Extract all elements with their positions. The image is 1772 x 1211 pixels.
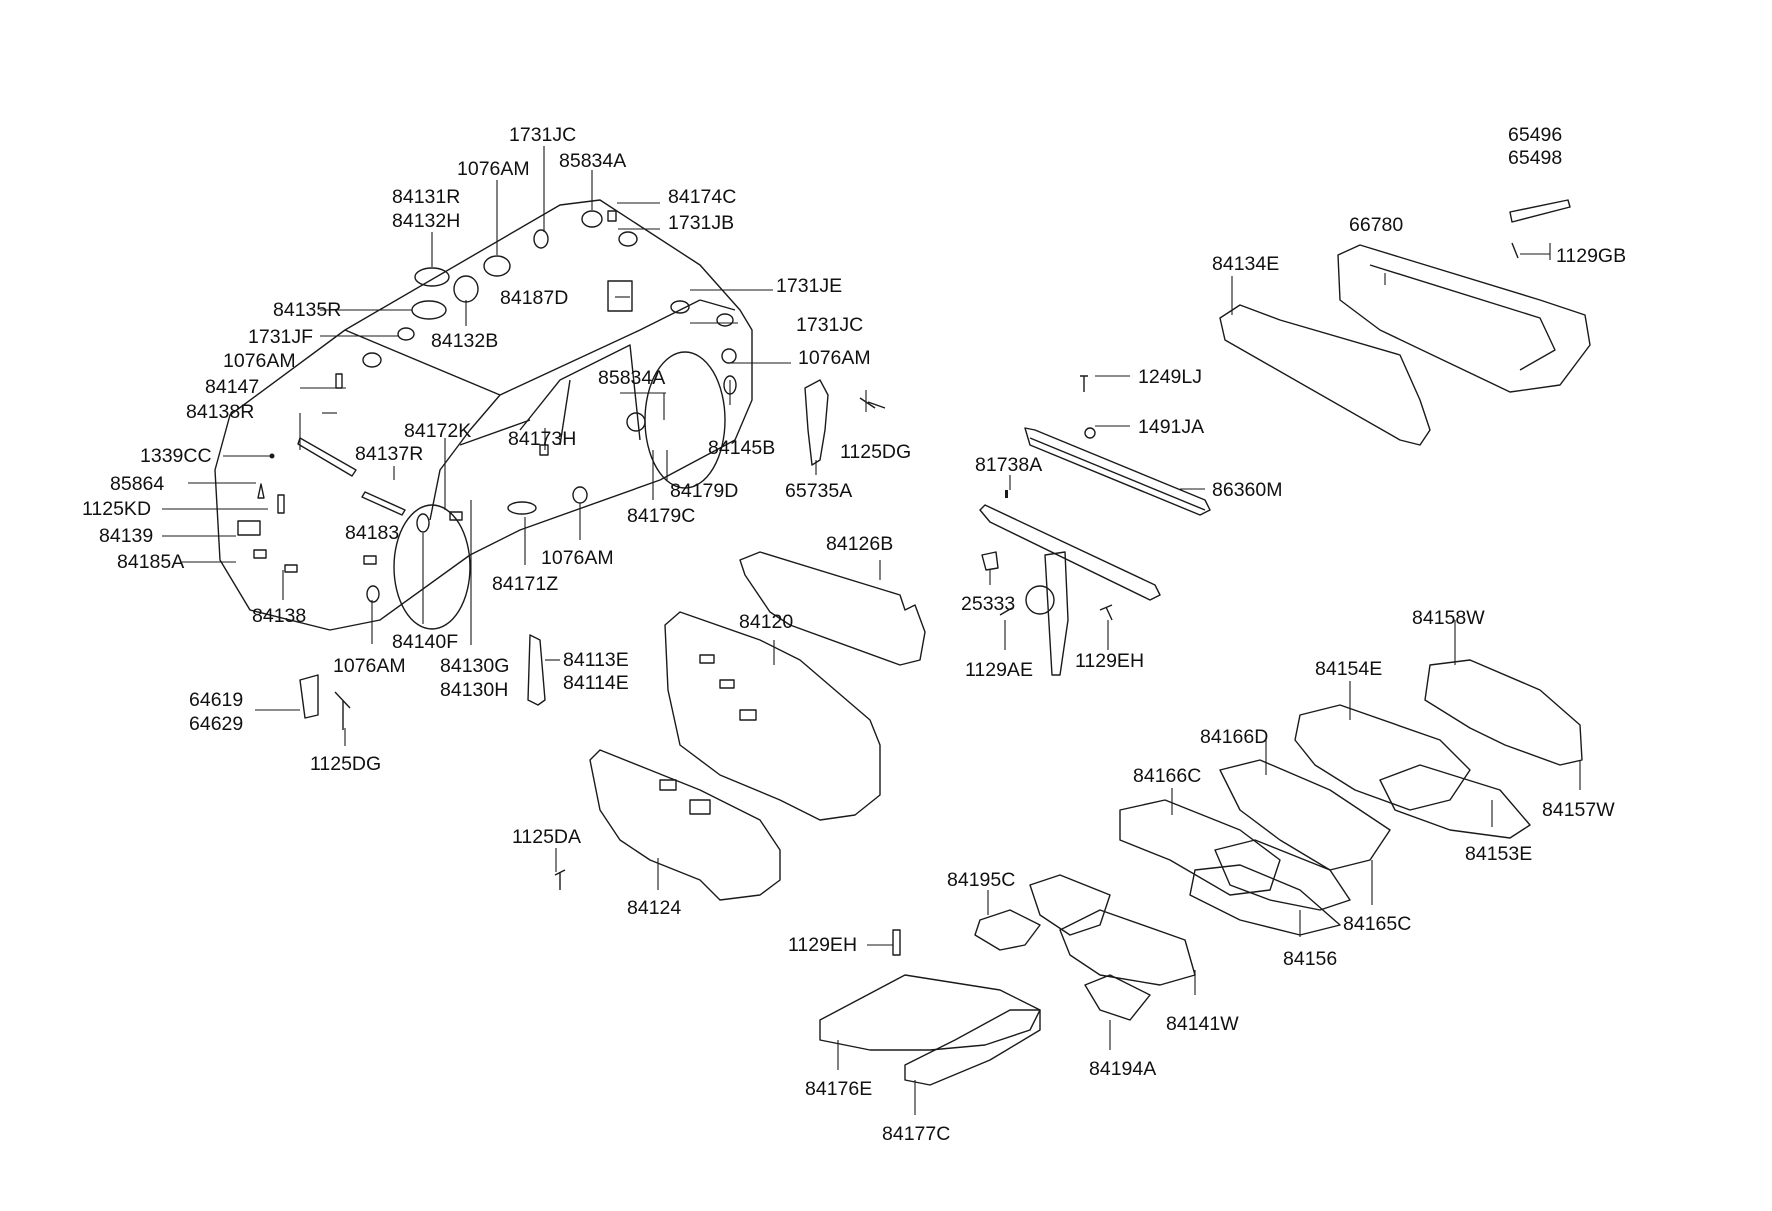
label-1076AM: 1076AM <box>457 158 530 180</box>
label-84174C: 84174C <box>668 186 736 208</box>
label-66780: 66780 <box>1349 214 1403 236</box>
label-84113E: 84113E <box>563 649 629 671</box>
label-84157W: 84157W <box>1542 799 1615 821</box>
label-84114E: 84114E <box>563 672 629 694</box>
label-84126B: 84126B <box>826 533 893 555</box>
dash-insulator-parts <box>527 551 926 901</box>
label-1129EH: 1129EH <box>1075 650 1144 672</box>
label-81738A: 81738A <box>975 454 1042 476</box>
label-64619: 64619 <box>189 689 243 711</box>
label-1125DG: 1125DG <box>840 441 911 463</box>
label-84179C: 84179C <box>627 505 695 527</box>
crossmember-parts <box>979 244 1591 676</box>
label-84145B: 84145B <box>708 437 775 459</box>
label-1731JC-2: 1731JC <box>796 314 863 336</box>
label-25333: 25333 <box>961 593 1015 615</box>
label-84179D: 84179D <box>670 480 738 502</box>
label-84135R: 84135R <box>273 299 341 321</box>
label-84154E: 84154E <box>1315 658 1382 680</box>
label-84165C: 84165C <box>1343 913 1411 935</box>
label-65496: 65496 <box>1508 124 1562 146</box>
label-1491JA: 1491JA <box>1138 416 1204 438</box>
leader-lines <box>162 146 1581 1115</box>
label-84183: 84183 <box>345 522 399 544</box>
label-84166C: 84166C <box>1133 765 1201 787</box>
label-84166D: 84166D <box>1200 726 1268 748</box>
label-85864: 85864 <box>110 473 164 495</box>
label-84137R: 84137R <box>355 443 423 465</box>
label-65498: 65498 <box>1508 147 1562 169</box>
label-84138: 84138 <box>252 605 306 627</box>
label-1125DG-2: 1125DG <box>310 753 381 775</box>
label-84132B: 84132B <box>431 330 498 352</box>
label-84187D: 84187D <box>500 287 568 309</box>
floor-mat-parts <box>819 659 1583 1086</box>
label-1731JB: 1731JB <box>668 212 734 234</box>
label-84173H: 84173H <box>508 428 576 450</box>
label-1076AM-5: 1076AM <box>333 655 406 677</box>
label-84141W: 84141W <box>1166 1013 1239 1035</box>
label-1076AM-2: 1076AM <box>223 350 296 372</box>
label-1129EH-2: 1129EH <box>788 934 857 956</box>
brackets-and-bolts <box>299 199 1571 956</box>
label-84153E: 84153E <box>1465 843 1532 865</box>
label-84131R: 84131R <box>392 186 460 208</box>
label-1339CC: 1339CC <box>140 445 212 467</box>
label-84172K: 84172K <box>404 420 471 442</box>
label-86360M: 86360M <box>1212 479 1282 501</box>
label-84130H: 84130H <box>440 679 508 701</box>
label-84156: 84156 <box>1283 948 1337 970</box>
label-84185A: 84185A <box>117 551 184 573</box>
label-85834A-2: 85834A <box>598 367 665 389</box>
label-84171Z: 84171Z <box>492 573 558 595</box>
label-1731JF: 1731JF <box>248 326 313 348</box>
label-64629: 64629 <box>189 713 243 735</box>
label-1731JC: 1731JC <box>509 124 576 146</box>
label-84134E: 84134E <box>1212 253 1279 275</box>
label-1129GB: 1129GB <box>1556 245 1626 267</box>
label-84120: 84120 <box>739 611 793 633</box>
label-84138R: 84138R <box>186 401 254 423</box>
label-1129AE: 1129AE <box>965 659 1033 681</box>
label-84176E: 84176E <box>805 1078 872 1100</box>
label-1125KD: 1125KD <box>82 498 151 520</box>
label-1076AM-3: 1076AM <box>798 347 871 369</box>
label-84194A: 84194A <box>1089 1058 1156 1080</box>
label-84132H: 84132H <box>392 210 460 232</box>
label-65735A: 65735A <box>785 480 852 502</box>
label-84195C: 84195C <box>947 869 1015 891</box>
label-84124: 84124 <box>627 897 681 919</box>
label-1076AM-4: 1076AM <box>541 547 614 569</box>
label-84139: 84139 <box>99 525 153 547</box>
label-1249LJ: 1249LJ <box>1138 366 1202 388</box>
label-84130G: 84130G <box>440 655 509 677</box>
part-number-labels: 1731JC 1076AM 85834A 84174C 84131R 84132… <box>82 124 1626 1145</box>
label-1125DA: 1125DA <box>512 826 581 848</box>
label-85834A: 85834A <box>559 150 626 172</box>
vehicle-body-outline <box>214 199 753 631</box>
label-1731JE: 1731JE <box>776 275 842 297</box>
label-84147: 84147 <box>205 376 259 398</box>
label-84140F: 84140F <box>392 631 458 653</box>
label-84158W: 84158W <box>1412 607 1485 629</box>
label-84177C: 84177C <box>882 1123 950 1145</box>
